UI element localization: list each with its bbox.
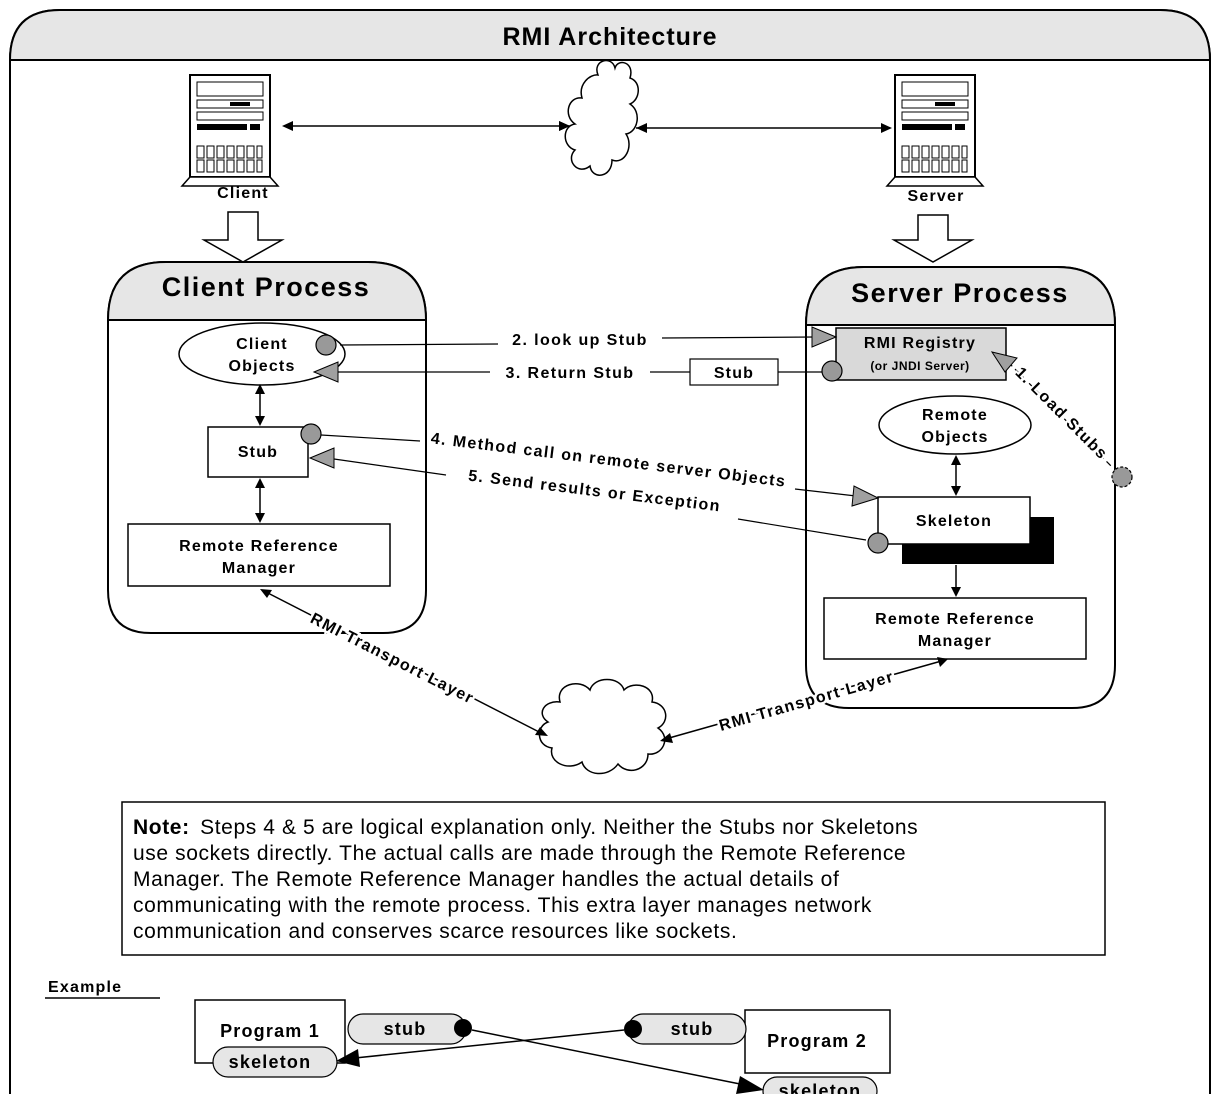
step5-line-left — [333, 458, 447, 476]
step1-line — [1007, 361, 1113, 468]
outer-frame: RMI Architecture — [8, 9, 1212, 1094]
step4-line-left — [320, 434, 421, 442]
step3-stub-label: Stub — [714, 365, 754, 382]
server-rrm-label-1: Remote Reference — [875, 611, 1035, 628]
remote-objects-node — [878, 395, 1032, 455]
step5-arrowhead — [308, 447, 335, 469]
client-rrm-node — [127, 523, 391, 587]
example-skeleton1-node — [212, 1046, 338, 1078]
server-machine-label: Server — [907, 188, 964, 205]
remote-objects-label-1: Remote — [922, 407, 988, 424]
example-skeleton2-label: skeleton — [779, 1081, 862, 1094]
example-stub1-label: stub — [384, 1019, 427, 1039]
rmi-registry-node — [835, 327, 1007, 381]
stub1-to-skeleton2-arrowhead — [736, 1076, 764, 1094]
step2-arrowhead — [811, 326, 838, 348]
transport-cloud-icon — [538, 678, 667, 775]
example-stub2-label: stub — [671, 1019, 714, 1039]
note-label: Note: — [133, 816, 190, 839]
skeleton-node — [877, 496, 1031, 545]
load-stubs-connector — [1111, 466, 1133, 488]
skeleton-connector — [867, 532, 889, 554]
skeleton-label: Skeleton — [916, 513, 992, 530]
stub2-to-skeleton1-link — [354, 1029, 625, 1059]
client-objects-label-1: Client — [236, 336, 288, 353]
stub-connector — [300, 423, 322, 445]
client-objects-connector — [315, 334, 337, 356]
note-line-1: Note: Steps 4 & 5 are logical explanatio… — [133, 816, 918, 839]
stub1-to-skeleton2-link — [471, 1029, 746, 1086]
note-line-3: Manager. The Remote Reference Manager ha… — [133, 868, 839, 891]
program2-box — [744, 1009, 891, 1074]
server-down-arrow — [891, 214, 975, 263]
step2-label: 2. look up Stub — [512, 332, 648, 349]
remote-objects-label-2: Objects — [921, 429, 988, 446]
client-stub-node — [207, 426, 309, 478]
client-machine-label: Client — [217, 185, 269, 202]
client-objects-label-2: Objects — [228, 358, 295, 375]
client-computer-icon — [180, 74, 280, 187]
step4-arrowhead — [851, 485, 880, 507]
network-cloud-icon — [564, 59, 639, 176]
client-process-heading: Client Process — [162, 272, 371, 302]
client-stub-label: Stub — [238, 444, 278, 461]
step5-line-right — [737, 518, 867, 541]
rmi-registry-label: RMI Registry — [864, 335, 976, 352]
diagram-title: RMI Architecture — [502, 23, 717, 51]
step3-stub-box — [689, 358, 779, 386]
note-box — [121, 801, 1106, 956]
step3-label: 3. Return Stub — [506, 365, 635, 382]
client-rrm-label-1: Remote Reference — [179, 538, 339, 555]
note-line-5: communication and conserves scarce resou… — [133, 920, 737, 943]
note-line-4: communicating with the remote process. T… — [133, 894, 872, 917]
stub1-connector — [454, 1019, 472, 1037]
step2-line-left — [339, 343, 499, 346]
step1-arrowhead — [990, 351, 1018, 373]
server-process-heading: Server Process — [851, 278, 1069, 308]
client-transport-link — [261, 589, 546, 736]
registry-connector — [821, 360, 843, 382]
program2-label: Program 2 — [767, 1031, 867, 1051]
rmi-registry-sublabel: (or JNDI Server) — [870, 359, 969, 373]
note-line-2: use sockets directly. The actual calls a… — [133, 842, 906, 865]
client-objects-node — [178, 322, 346, 386]
server-rrm-label-2: Manager — [918, 633, 992, 650]
client-down-arrow — [201, 211, 285, 263]
server-computer-icon — [885, 74, 985, 187]
program1-label: Program 1 — [220, 1021, 320, 1041]
client-rrm-label-2: Manager — [222, 560, 296, 577]
server-transport-link — [661, 659, 946, 741]
stub2-connector — [624, 1020, 642, 1038]
step4-line-right — [794, 488, 857, 497]
server-rrm-node — [823, 597, 1087, 660]
example-skeleton1-label: skeleton — [229, 1052, 312, 1072]
step2-line-right — [661, 336, 816, 339]
example-heading: Example — [48, 979, 122, 996]
stub2-to-skeleton1-arrowhead — [336, 1049, 360, 1067]
step3-arrowhead — [312, 361, 339, 383]
